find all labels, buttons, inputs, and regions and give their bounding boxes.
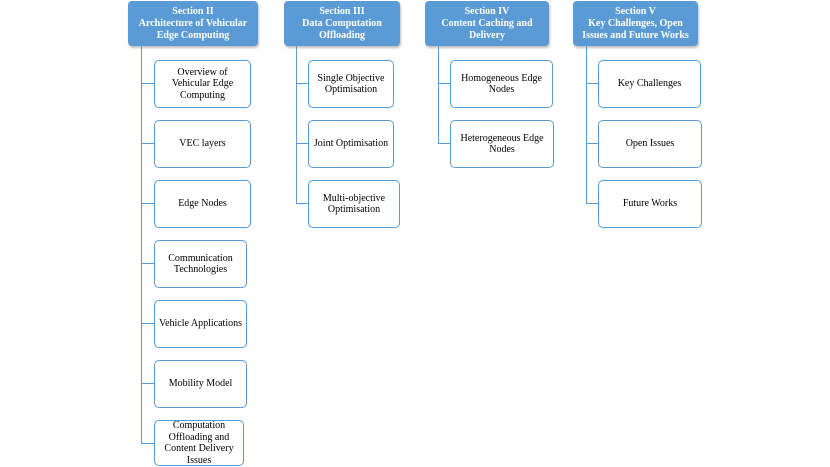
section-3-title: Data Computation Offloading bbox=[302, 17, 382, 41]
item-future-works: Future Works bbox=[598, 180, 702, 228]
connector bbox=[438, 143, 450, 144]
section-4-header: Section IV Content Caching and Delivery bbox=[425, 1, 549, 46]
section-4-title: Content Caching and Delivery bbox=[441, 17, 533, 41]
item-computation-offloading-issues: Computation Offloading and Content Deliv… bbox=[154, 420, 244, 466]
section-2-connector bbox=[141, 46, 142, 443]
connector bbox=[141, 323, 154, 324]
connector bbox=[296, 83, 308, 84]
connector bbox=[141, 383, 154, 384]
connector bbox=[141, 263, 154, 264]
item-overview-vec: Overview of Vehicular Edge Computing bbox=[154, 60, 251, 108]
connector bbox=[438, 83, 450, 84]
section-4-connector bbox=[438, 46, 439, 143]
connector bbox=[586, 203, 598, 204]
item-multi-objective: Multi-objective Optimisation bbox=[308, 180, 400, 228]
item-homogeneous-edge-nodes: Homogeneous Edge Nodes bbox=[450, 60, 553, 108]
section-5-connector bbox=[586, 46, 587, 203]
connector bbox=[296, 203, 308, 204]
connector bbox=[141, 203, 154, 204]
item-open-issues: Open Issues bbox=[598, 120, 702, 168]
connector bbox=[141, 443, 154, 444]
item-mobility-model: Mobility Model bbox=[154, 360, 247, 408]
connector bbox=[296, 143, 308, 144]
section-5-header: Section V Key Challenges, Open Issues an… bbox=[573, 1, 698, 46]
connector bbox=[141, 143, 154, 144]
section-3-header: Section III Data Computation Offloading bbox=[284, 1, 400, 46]
section-4-label: Section IV bbox=[464, 5, 510, 17]
section-2-header: Section II Architecture of Vehicular Edg… bbox=[128, 1, 258, 46]
item-key-challenges: Key Challenges bbox=[598, 60, 701, 108]
item-communication-technologies: Communication Technologies bbox=[154, 240, 247, 288]
connector bbox=[141, 83, 154, 84]
section-3-label: Section III bbox=[319, 5, 365, 17]
section-3-connector bbox=[296, 46, 297, 203]
connector bbox=[586, 143, 598, 144]
item-single-objective: Single Objective Optimisation bbox=[308, 60, 394, 108]
item-edge-nodes: Edge Nodes bbox=[154, 180, 251, 228]
section-2-label: Section II bbox=[172, 5, 214, 17]
item-vec-layers: VEC layers bbox=[154, 120, 251, 168]
item-joint-optimisation: Joint Optimisation bbox=[308, 120, 394, 168]
section-2-title: Architecture of Vehicular Edge Computing bbox=[138, 17, 248, 41]
item-vehicle-applications: Vehicle Applications bbox=[154, 300, 247, 348]
connector bbox=[586, 83, 598, 84]
item-heterogeneous-edge-nodes: Heterogeneous Edge Nodes bbox=[450, 120, 554, 168]
section-5-label: Section V bbox=[615, 5, 656, 17]
section-5-title: Key Challenges, Open Issues and Future W… bbox=[582, 17, 689, 41]
